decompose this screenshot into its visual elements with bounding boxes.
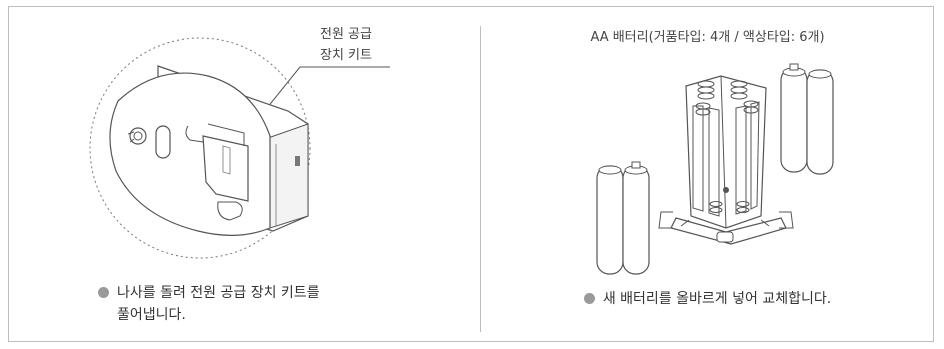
- power-kit-illustration: [89, 37, 390, 259]
- battery-title: AA 배터리(거품타입: 4개 / 액상타입: 6개): [590, 30, 825, 45]
- left-instruction-line1: 나사를 돌려 전원 공급 장치 키트를: [117, 285, 320, 301]
- left-instruction-line2: 풀어냅니다.: [117, 307, 186, 323]
- right-instruction-text: 새 배터리를 올바르게 넣어 교체합니다.: [602, 291, 832, 307]
- left-panel: 전원 공급 장치 키트 나사를 돌려 전원 공급 장치 키트를 풀어냅니다.: [8, 6, 480, 342]
- battery-holder: [658, 75, 794, 245]
- battery-right-pair: [780, 63, 834, 175]
- battery-left-pair: [596, 161, 650, 275]
- right-instruction: 새 배터리를 올바르게 넣어 교체합니다.: [481, 288, 934, 310]
- left-instruction: 나사를 돌려 전원 공급 장치 키트를 풀어냅니다.: [98, 282, 428, 326]
- panel-divider: [480, 26, 481, 332]
- bullet-dot: [583, 293, 595, 304]
- right-panel: AA 배터리(거품타입: 4개 / 액상타입: 6개): [481, 6, 934, 342]
- callout-line1: 전원 공급: [320, 27, 372, 42]
- bullet-dot: [98, 287, 109, 298]
- callout-line2: 장치 키트: [320, 48, 372, 63]
- content-frame: [8, 6, 934, 342]
- callout-label: 전원 공급 장치 키트: [286, 24, 406, 66]
- battery-holder-illustration: [596, 63, 834, 275]
